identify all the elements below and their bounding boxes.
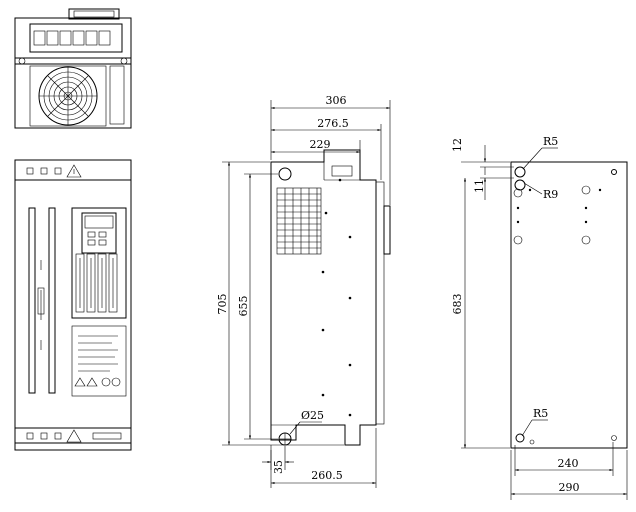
fan-icon [29,65,107,127]
keyhole-bottom-left [515,433,525,443]
dim-r9: R9 [543,188,558,201]
front-view-outline [14,159,132,451]
dim-655: 655 [237,296,250,317]
top-view-outline [14,17,132,129]
dim-12: 12 [451,138,464,152]
display-panel [81,212,117,254]
dim-11: 11 [473,179,486,193]
side-view: 306 276.5 229 705 655 Ø25 35 260.5 [216,94,391,488]
dim-240: 240 [558,457,579,470]
top-view [14,8,132,129]
dim-229: 229 [310,138,331,151]
keyhole-top-left [514,166,526,178]
keypad-panel [71,207,127,319]
mount-hole-top [278,167,292,181]
front-view [14,159,132,451]
dim-hole-dia: Ø25 [301,409,324,422]
dim-705: 705 [216,294,229,315]
dim-276-5: 276.5 [317,117,349,130]
terminal-block [29,23,123,53]
dim-260-5: 260.5 [311,469,343,482]
dim-r5-top: R5 [543,135,558,148]
dim-306: 306 [326,94,347,107]
back-view-outline [510,161,628,449]
dim-r5-bottom: R5 [533,407,548,420]
dim-290: 290 [559,481,580,494]
dim-35: 35 [272,460,285,474]
dim-683: 683 [451,294,464,315]
vent-grille [276,187,322,255]
back-view: 12 11 R5 R9 683 R5 240 290 [451,135,628,500]
side-view-outline [270,149,377,446]
